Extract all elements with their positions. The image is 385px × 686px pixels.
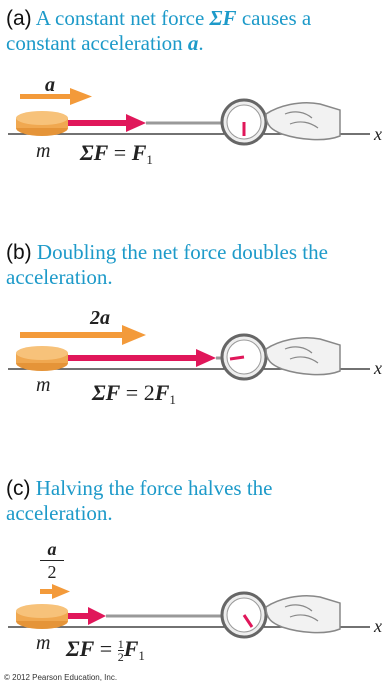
accel-num-c: a	[47, 539, 57, 559]
eq-a-right: F	[131, 140, 147, 165]
spring-scale-a	[220, 98, 268, 146]
spring-scale-b	[220, 333, 268, 381]
panel-letter-b: (b)	[6, 241, 32, 264]
puck-b	[16, 346, 68, 371]
accel-label-b: 2a	[90, 307, 110, 329]
force-arrow-b	[68, 349, 216, 367]
caption-a-acc: a	[187, 31, 199, 55]
eq-c-frac-den: 2	[117, 650, 124, 665]
hand-a	[265, 102, 341, 141]
scene-a	[8, 88, 370, 146]
accel-arrow-a	[20, 88, 92, 105]
caption-c: (c) Halving the force halves the acceler…	[6, 476, 382, 526]
mass-label-a: m	[36, 140, 51, 162]
mass-label-b: m	[36, 374, 51, 396]
puck-c	[16, 604, 68, 629]
axis-label-b: x	[374, 358, 382, 378]
caption-a-end: .	[198, 31, 204, 55]
puck-a	[16, 111, 68, 136]
hand-c	[265, 595, 341, 634]
copyright-credit: © 2012 Pearson Education, Inc.	[4, 673, 118, 682]
caption-c-text: Halving the force halves the acceleratio…	[6, 476, 273, 525]
caption-a-mid: causes a constant acceleration	[6, 6, 312, 55]
accel-arrow-c	[40, 584, 70, 599]
mass-label-c: m	[36, 632, 51, 654]
scene-b	[8, 325, 370, 381]
caption-b-text: Doubling the net force doubles the accel…	[6, 240, 328, 289]
axis-label-a: x	[374, 124, 382, 144]
caption-a-force: ΣF	[209, 6, 237, 30]
accel-den-c: 2	[40, 560, 64, 583]
eq-a-sub: 1	[146, 152, 153, 167]
hand-b	[265, 337, 341, 376]
caption-a-pre: A constant net force	[35, 6, 210, 30]
eq-a-left: ΣF	[80, 140, 109, 165]
caption-a: (a) A constant net force ΣF causes a con…	[6, 6, 382, 56]
eq-b-sub: 1	[169, 392, 176, 407]
axis-label-c: x	[374, 616, 382, 636]
accel-arrow-b	[20, 325, 146, 345]
accel-label-a: a	[45, 74, 55, 96]
spring-scale-c	[220, 591, 268, 639]
accel-fraction-c: a 2	[40, 538, 64, 583]
scene-c	[8, 584, 370, 639]
eq-c-sub: 1	[138, 648, 145, 663]
force-arrow-c	[68, 607, 106, 625]
panel-letter-a: (a)	[6, 7, 32, 30]
caption-b: (b) Doubling the net force doubles the a…	[6, 240, 382, 290]
eq-c-right: F	[123, 636, 139, 661]
eq-c-frac-num: 1	[117, 637, 124, 652]
eq-b-coef: 2	[143, 380, 155, 405]
eq-c-left: ΣF	[66, 636, 95, 661]
force-arrow-a	[68, 114, 146, 132]
equation-a: ΣF = F1	[80, 140, 153, 167]
equation-b: ΣF = 2F1	[92, 380, 176, 407]
eq-b-left: ΣF	[92, 380, 121, 405]
panel-letter-c: (c)	[6, 477, 31, 500]
eq-b-right: F	[154, 380, 170, 405]
